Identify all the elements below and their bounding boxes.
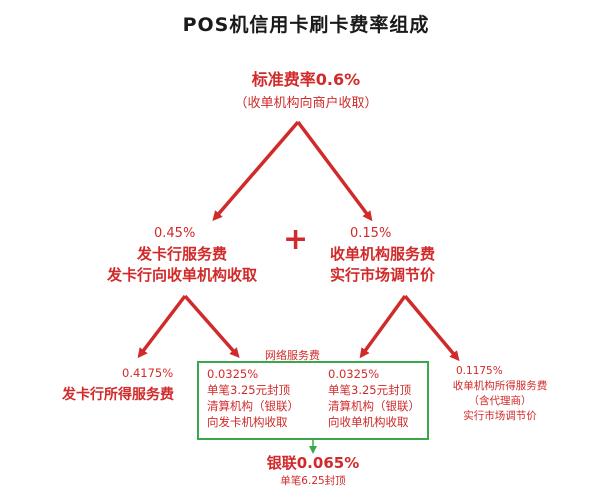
- unionpay-node: 银联0.065% 单笔6.25封顶: [213, 452, 413, 489]
- acquirer-income-line1: 收单机构所得服务费: [452, 380, 548, 392]
- arrow-issuer-to-income: [137, 294, 187, 359]
- issuer-line1: 发卡行服务费: [136, 245, 227, 263]
- issuer-node: 0.45% 发卡行服务费 发卡行向收单机构收取: [92, 226, 272, 285]
- issuer-income-rate: 0.4175%: [122, 366, 174, 380]
- network-fee-label: 网络服务费: [265, 349, 320, 362]
- network-right-line3: 向收单机构收取: [328, 415, 409, 429]
- unionpay-rate: 银联0.065%: [266, 454, 360, 472]
- acquirer-rate: 0.15%: [350, 226, 392, 241]
- network-left-line2: 清算机构（银联）: [207, 399, 299, 413]
- network-left-line3: 向发卡机构收取: [207, 415, 288, 429]
- acquirer-line2: 实行市场调节价: [330, 266, 436, 284]
- network-right-line2: 清算机构（银联）: [328, 399, 420, 413]
- plus-sign: +: [283, 222, 309, 257]
- unionpay-note: 单笔6.25封顶: [280, 475, 346, 487]
- arrow-acquirer-to-network: [359, 294, 407, 359]
- network-left-rate: 0.0325%: [207, 367, 259, 381]
- issuer-rate: 0.45%: [154, 226, 196, 241]
- acquirer-income-rate: 0.1175%: [456, 365, 503, 377]
- arrow-acquirer-to-income: [403, 294, 460, 362]
- root-node: 标准费率0.6% （收单机构向商户收取）: [206, 66, 406, 111]
- page-title: POS机信用卡刷卡费率组成: [182, 14, 430, 36]
- arrow-root-to-issuer: [212, 120, 300, 222]
- root-rate: 标准费率0.6%: [251, 70, 361, 89]
- issuer-income-node: 0.4175% 发卡行所得服务费: [62, 365, 174, 404]
- acquirer-income-line3: 实行市场调节价: [463, 410, 537, 422]
- arrow-root-to-acquirer: [296, 120, 373, 222]
- issuer-line2: 发卡行向收单机构收取: [106, 266, 257, 284]
- acquirer-line1: 收单机构服务费: [330, 245, 436, 263]
- network-right-line1: 单笔3.25元封顶: [328, 383, 412, 397]
- issuer-income-line1: 发卡行所得服务费: [62, 387, 174, 403]
- acquirer-node: 0.15% 收单机构服务费 实行市场调节价: [330, 226, 500, 285]
- root-note: （收单机构向商户收取）: [234, 96, 378, 111]
- acquirer-income-line2: （含代理商）: [468, 395, 532, 407]
- network-left-line1: 单笔3.25元封顶: [207, 383, 291, 397]
- network-right-rate: 0.0325%: [328, 367, 380, 381]
- network-right-node: 0.0325% 单笔3.25元封顶 清算机构（银联） 向收单机构收取: [328, 366, 420, 430]
- arrow-issuer-to-network: [183, 294, 240, 359]
- network-left-node: 0.0325% 单笔3.25元封顶 清算机构（银联） 向发卡机构收取: [207, 366, 299, 430]
- acquirer-income-node: 0.1175% 收单机构所得服务费 （含代理商） 实行市场调节价: [432, 364, 568, 424]
